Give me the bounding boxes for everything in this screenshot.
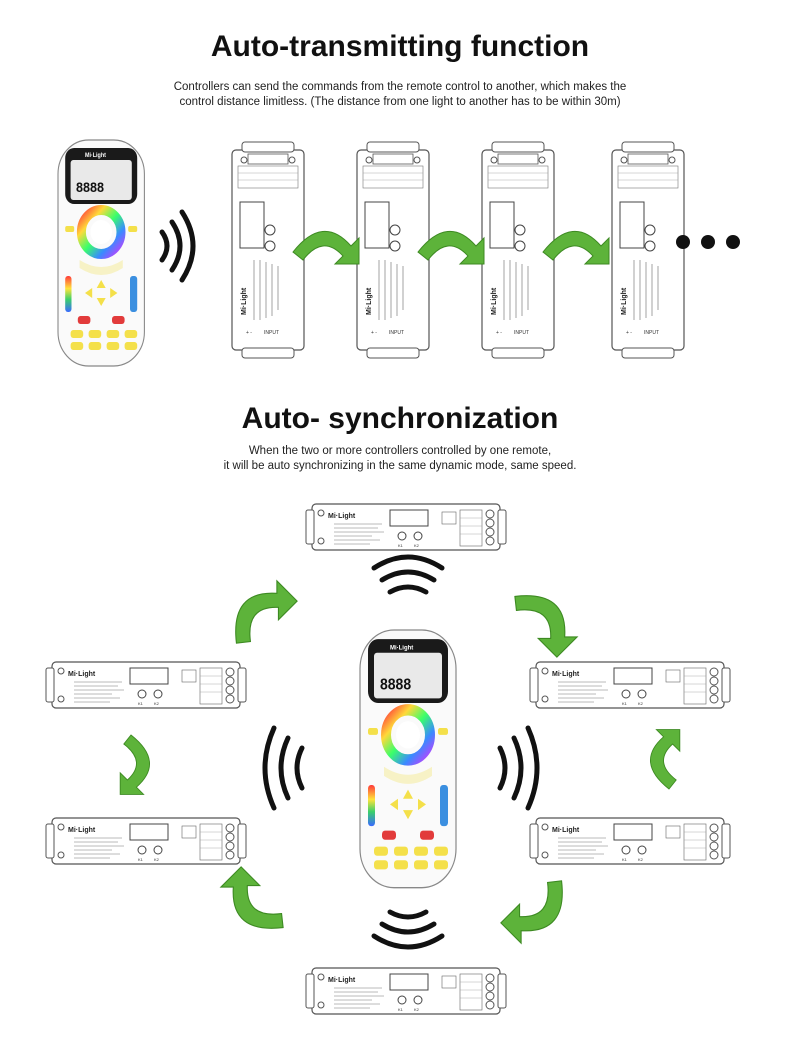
section1-desc-line1: Controllers can send the commands from t… xyxy=(173,81,627,93)
signal-waves-icon xyxy=(497,725,540,811)
remote-control-center xyxy=(360,630,456,888)
controller-2 xyxy=(356,141,430,359)
green-curved-arrow-icon xyxy=(215,866,293,945)
ellipsis-dots-icon xyxy=(676,235,740,249)
section1-desc-line2: control distance limitless. (The distanc… xyxy=(179,96,621,108)
signal-waves-icon xyxy=(159,209,196,283)
controller-3 xyxy=(481,141,555,359)
green-curved-arrow-icon xyxy=(119,734,151,795)
controller-1 xyxy=(231,141,305,359)
sync-controller-bottom xyxy=(305,967,507,1015)
section2-desc-line1: When the two or more controllers control… xyxy=(248,445,552,457)
section1-title: Auto-transmitting function xyxy=(210,30,590,63)
section2-desc-line2: it will be auto synchronizing in the sam… xyxy=(223,460,577,472)
remote-control xyxy=(58,140,144,366)
sync-controller-left-upper xyxy=(45,661,247,709)
sync-controller-right-lower xyxy=(529,817,731,865)
signal-waves-icon xyxy=(262,725,305,811)
signal-waves-icon xyxy=(371,909,445,950)
green-curved-arrow-icon xyxy=(500,871,579,949)
sync-controller-top xyxy=(305,503,507,551)
section2-title: Auto- synchronization xyxy=(241,402,559,435)
sync-controller-right-upper xyxy=(529,661,731,709)
green-curved-arrow-icon xyxy=(219,575,298,653)
controller-4 xyxy=(611,141,685,359)
signal-waves-icon xyxy=(371,554,445,595)
sync-controller-left-lower xyxy=(45,817,247,865)
green-curved-arrow-icon xyxy=(505,579,583,658)
green-curved-arrow-icon xyxy=(649,729,681,790)
